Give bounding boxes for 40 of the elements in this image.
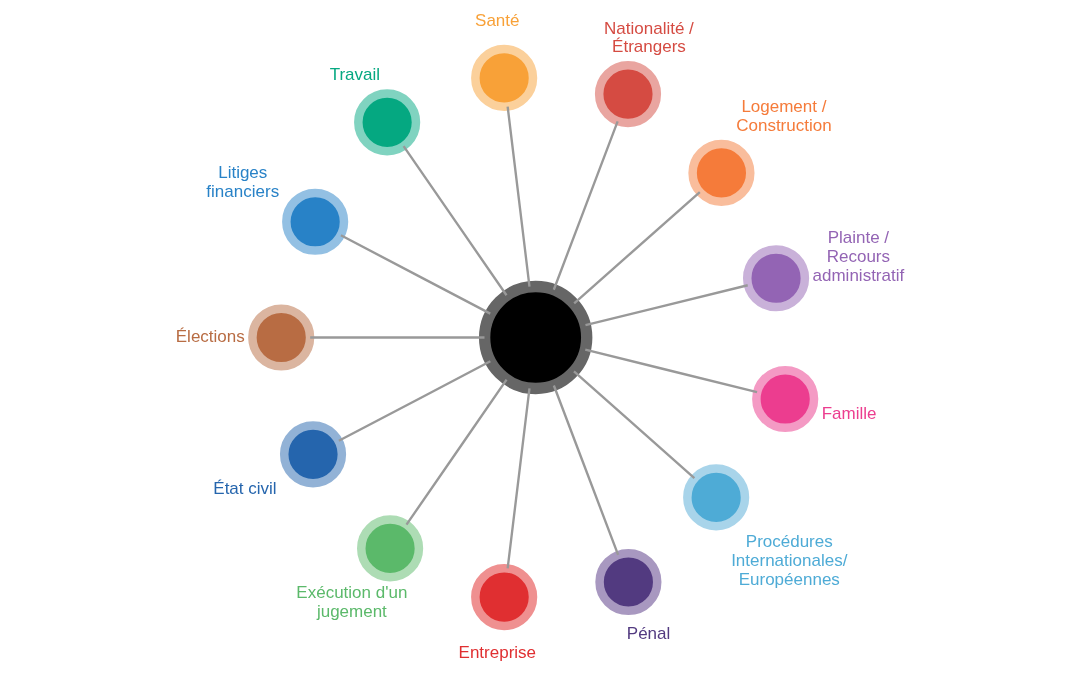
node-label: Litiges financiers	[206, 163, 280, 202]
connector	[506, 106, 531, 287]
connector	[573, 370, 696, 479]
node-circle	[354, 89, 421, 156]
node-label: État civil	[213, 479, 277, 499]
node-circle	[688, 139, 755, 206]
node-circle	[279, 421, 347, 488]
node-label: Pénal	[626, 624, 671, 644]
connector	[552, 120, 619, 291]
node-label: Élections	[175, 326, 245, 346]
connector	[585, 284, 748, 327]
node-label: Logement / Construction	[736, 97, 832, 136]
node-label: Travail	[329, 64, 381, 84]
connector	[506, 388, 531, 569]
connector	[552, 385, 620, 556]
node-label: Procédures Internationales/ Européennes	[731, 532, 848, 590]
node-label: Exécution d'un jugement	[296, 583, 408, 622]
connector	[338, 360, 491, 442]
node-label: Santé	[475, 10, 520, 30]
node-label: Plainte / Recours administratif	[812, 228, 905, 286]
connector	[402, 145, 508, 296]
node-circle	[683, 464, 750, 531]
connector	[573, 191, 701, 305]
node-circle	[742, 245, 810, 312]
node-label: Famille	[821, 403, 877, 423]
node-label: Entreprise	[458, 642, 537, 662]
node-circle	[357, 515, 424, 582]
connector	[340, 234, 491, 315]
node-circle	[248, 304, 315, 371]
connector	[585, 348, 758, 394]
node-circle	[595, 548, 662, 616]
connector	[405, 379, 508, 526]
node-circle	[471, 44, 538, 112]
node-label: Nationalité / Étrangers	[604, 18, 694, 57]
node-circle	[471, 564, 538, 631]
node-circle	[282, 188, 349, 255]
connector	[310, 336, 485, 339]
node-circle	[478, 280, 593, 395]
node-circle	[594, 61, 662, 128]
node-circle	[752, 365, 819, 433]
